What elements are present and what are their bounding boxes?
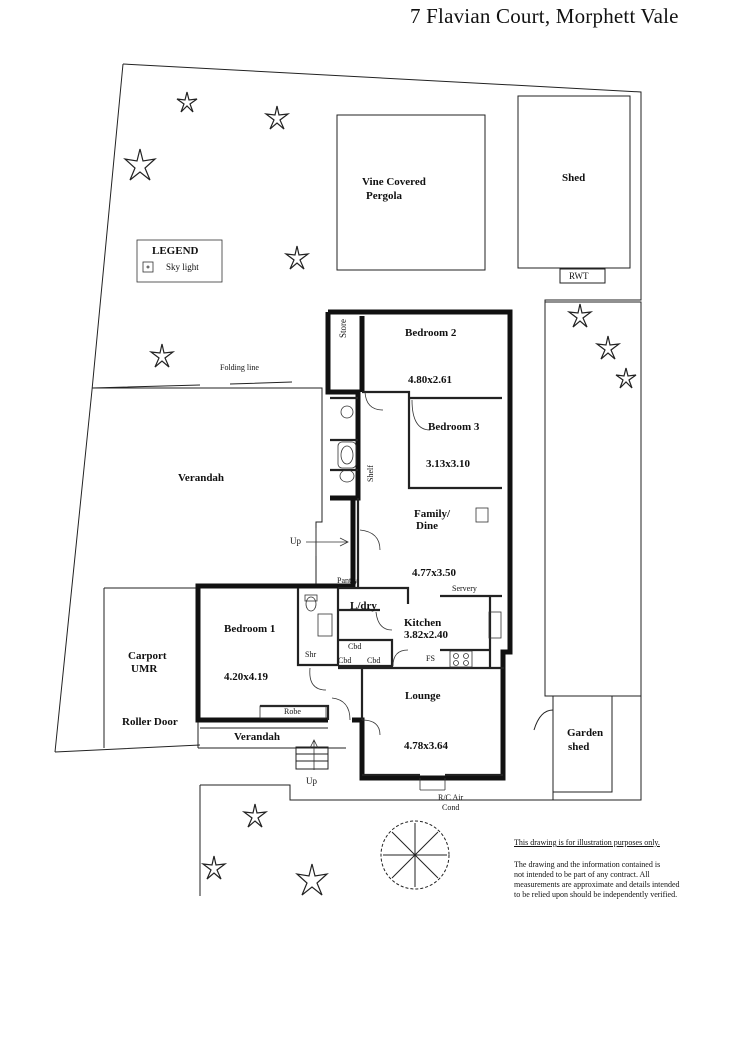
verandah-outline	[92, 387, 323, 748]
shrub-icon	[123, 148, 157, 181]
robe-label: Robe	[284, 707, 301, 716]
shrub-icon	[295, 863, 329, 896]
verandah-front-label: Verandah	[234, 731, 281, 743]
bedroom1-dims: 4.20x4.19	[224, 671, 268, 683]
disclaimer-line1: The drawing and the information containe…	[514, 860, 661, 869]
stove	[449, 650, 473, 668]
shrub-icons	[123, 91, 637, 896]
garden-shed	[552, 696, 613, 793]
sink	[488, 611, 502, 639]
store-label: Store	[338, 319, 348, 338]
folding-line	[91, 381, 293, 389]
side-yard	[544, 301, 642, 697]
legend-skylight-icon	[142, 261, 154, 273]
verandah-main-label: Verandah	[178, 472, 225, 484]
shrub-icon	[148, 343, 176, 368]
legend-box	[136, 239, 223, 283]
carport-outline	[103, 587, 198, 748]
disclaimer-line3: measurements are approximate and details…	[514, 880, 680, 889]
shrub-icon	[200, 855, 228, 880]
lounge-name: Lounge	[405, 690, 441, 702]
up-label-2: Up	[306, 776, 317, 786]
skylight-kitchen	[475, 507, 489, 523]
shed	[517, 95, 631, 269]
robe-box	[259, 705, 327, 719]
up-label-1: Up	[290, 536, 301, 546]
lounge-dims: 4.78x3.64	[404, 740, 448, 752]
kitchen-dims: 3.82x2.40	[404, 629, 448, 641]
left-boundary	[54, 63, 124, 753]
vine-pergola	[336, 114, 486, 271]
pergola-label-line1: Vine Covered	[362, 176, 426, 188]
page-title: 7 Flavian Court, Morphett Vale	[410, 4, 679, 28]
garden-shed-label-line1: Garden	[567, 727, 604, 739]
rc-air-label-line2: Cond	[442, 803, 460, 812]
rwt-label: RWT	[569, 271, 589, 281]
wc-1	[340, 405, 354, 419]
shrub-icon	[615, 367, 637, 389]
kitchen-name: Kitchen	[404, 617, 442, 629]
bath	[337, 441, 357, 469]
cbd-label-1: Cbd	[338, 656, 352, 665]
garden-shed-label-line2: shed	[568, 741, 590, 753]
ldry-label: L/dry	[350, 600, 377, 612]
family-dims: 4.77x3.50	[412, 567, 456, 579]
carport-label-line2: UMR	[131, 663, 158, 675]
ldry-box	[317, 613, 333, 637]
house-walls	[195, 309, 513, 781]
shrub-icon	[241, 803, 269, 828]
folding-line-label: Folding line	[220, 363, 259, 372]
shrub-icon	[176, 91, 198, 113]
pantry-label: Pantry	[337, 576, 358, 585]
shrub-icon	[594, 335, 622, 360]
shed-label: Shed	[562, 172, 586, 184]
bedroom3-name: Bedroom 3	[428, 421, 480, 433]
shrub-icon	[283, 245, 311, 270]
cbd-label-2: Cbd	[367, 656, 381, 665]
bedroom3-dims: 3.13x3.10	[426, 458, 470, 470]
tree-icon	[380, 820, 450, 890]
carport-label-line1: Carport	[128, 650, 167, 662]
wc-2	[305, 596, 317, 612]
disclaimer-line4: to be relied upon should be independentl…	[514, 890, 678, 899]
fs-label: FS	[426, 654, 435, 663]
family-name-line2: Dine	[416, 520, 438, 532]
shr-label: Shr	[305, 650, 317, 659]
disclaimer-heading: This drawing is for illustration purpose…	[514, 838, 660, 847]
front-boundary	[54, 744, 553, 896]
rwt-box	[559, 268, 606, 284]
shrub-icon	[566, 303, 594, 328]
rc-air-label-line1: R/C Air	[438, 793, 464, 802]
bedroom1-name: Bedroom 1	[224, 623, 276, 635]
servery-label: Servery	[452, 584, 477, 593]
legend-heading: LEGEND	[152, 245, 199, 257]
bedroom2-dims: 4.80x2.61	[408, 374, 452, 386]
family-name-line1: Family/	[414, 508, 451, 520]
shrub-icon	[263, 105, 291, 130]
roller-door-label: Roller Door	[122, 716, 178, 728]
pergola-label-line2: Pergola	[366, 190, 403, 202]
bedroom2-name: Bedroom 2	[405, 327, 457, 339]
cbd-label-3: Cbd	[348, 642, 362, 651]
shelf-label: Shelf	[366, 465, 375, 482]
legend-skylight-label: Sky light	[166, 262, 199, 272]
front-steps	[295, 746, 329, 770]
disclaimer-line2: not intended to be part of any contract.…	[514, 870, 650, 879]
